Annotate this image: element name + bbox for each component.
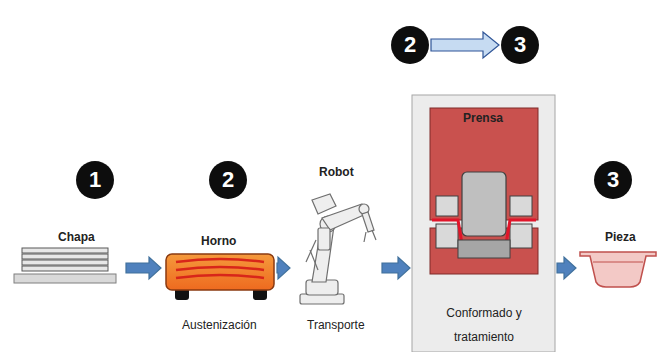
node-heading: Prensa <box>463 111 503 126</box>
callout-text: 3 <box>594 161 632 199</box>
flow-arrow <box>277 257 290 279</box>
node-heading: Horno <box>201 234 236 249</box>
press-node: PrensaConformado y tratamiento <box>412 95 555 352</box>
callout-text: 3 <box>501 26 539 64</box>
press <box>412 95 555 352</box>
formed-part <box>580 252 656 287</box>
node-heading: Robot <box>319 165 354 180</box>
flow-arrow <box>382 257 410 279</box>
node-caption: Transporte <box>307 318 365 333</box>
node-caption: Conformado y tratamiento <box>432 301 536 349</box>
callout-number: 1 <box>76 161 114 199</box>
callout-number: 3 <box>594 161 632 199</box>
callout-number: 2 <box>391 26 429 64</box>
node-caption: Austenización <box>182 318 257 333</box>
flow-arrow <box>431 32 499 58</box>
furnace-node: HornoAustenización <box>163 232 275 340</box>
node-heading: Pieza <box>605 230 636 245</box>
flow-arrow <box>126 257 161 279</box>
flow-arrow <box>557 257 576 279</box>
sheet-node: Chapa <box>12 230 124 288</box>
node-heading: Chapa <box>58 230 95 245</box>
part-node: Pieza <box>578 230 662 288</box>
callout-number: 3 <box>501 26 539 64</box>
callout-number: 2 <box>209 161 247 199</box>
robot-arm <box>300 194 376 304</box>
furnace <box>166 254 274 300</box>
robot-node: RobotTransporte <box>292 165 380 340</box>
callout-text: 2 <box>209 161 247 199</box>
callout-text: 2 <box>391 26 429 64</box>
callout-text: 1 <box>76 161 114 199</box>
sheet-stack <box>14 248 116 283</box>
